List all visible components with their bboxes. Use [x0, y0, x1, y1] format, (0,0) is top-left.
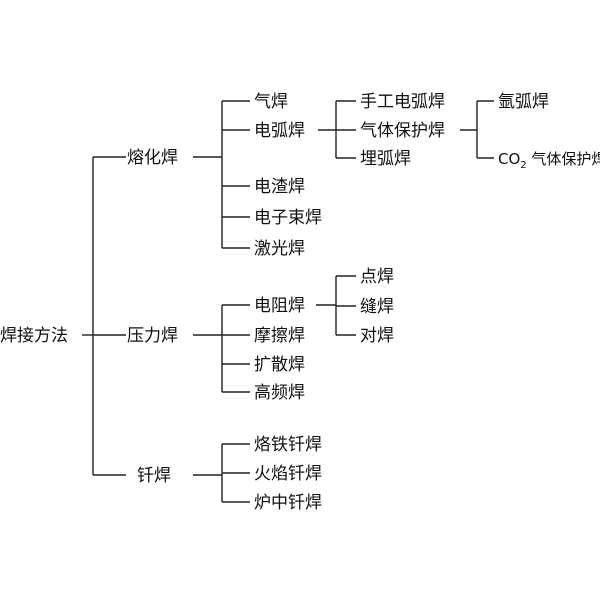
node-gas-welding: 气焊 — [254, 92, 288, 112]
node-co2-shielded-welding: CO2 气体保护焊 — [498, 150, 600, 171]
node-laser-welding: 激光焊 — [254, 239, 305, 259]
node-spot-welding: 点焊 — [360, 267, 394, 287]
node-high-frequency-welding: 高频焊 — [254, 383, 305, 403]
node-furnace-brazing: 炉中钎焊 — [254, 493, 322, 513]
node-arc-welding: 电弧焊 — [254, 121, 305, 141]
co2-suffix: 气体保护焊 — [527, 150, 600, 168]
node-gas-shielded-welding: 气体保护焊 — [360, 121, 445, 141]
node-manual-arc-welding: 手工电弧焊 — [360, 92, 445, 112]
node-brazing: 钎焊 — [137, 466, 171, 486]
node-resistance-welding: 电阻焊 — [254, 296, 305, 316]
node-labels: 焊接方法 熔化焊 压力焊 钎焊 气焊 电弧焊 电渣焊 电子束焊 激光焊 手工电弧… — [0, 92, 600, 513]
node-soldering-iron-brazing: 烙铁钎焊 — [254, 435, 322, 455]
node-submerged-arc-welding: 埋弧焊 — [360, 149, 411, 169]
node-electron-beam-welding: 电子束焊 — [254, 208, 322, 228]
co2-prefix: CO — [498, 150, 520, 168]
co2-subscript: 2 — [520, 160, 526, 171]
node-fusion-welding: 熔化焊 — [127, 148, 178, 168]
node-argon-arc-welding: 氩弧焊 — [498, 92, 549, 112]
node-butt-welding: 对焊 — [360, 326, 394, 346]
connector-lines — [82, 100, 494, 503]
node-friction-welding: 摩擦焊 — [254, 326, 305, 346]
root-node: 焊接方法 — [0, 326, 68, 346]
node-pressure-welding: 压力焊 — [127, 326, 178, 346]
node-flame-brazing: 火焰钎焊 — [254, 464, 322, 484]
node-diffusion-welding: 扩散焊 — [254, 355, 305, 375]
node-electroslag-welding: 电渣焊 — [254, 177, 305, 197]
node-seam-welding: 缝焊 — [360, 297, 394, 317]
